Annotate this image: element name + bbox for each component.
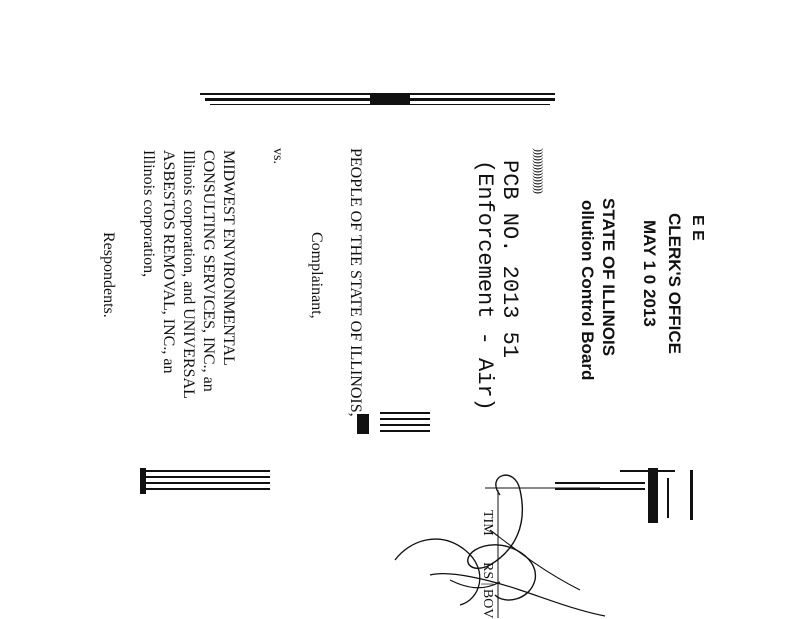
case-number: PCB NO. 2013 51 xyxy=(497,160,522,359)
respondent-line-3: Illinois corporation, and UNIVERSAL xyxy=(180,150,197,399)
stamp-date: MAY 1 0 2013 xyxy=(640,220,659,327)
signature-fragment-right: RS | BOV xyxy=(480,562,495,619)
stamp-state: STATE OF ILLINOIS xyxy=(599,198,618,357)
complainant-name: PEOPLE OF THE STATE OF ILLINOIS, xyxy=(347,148,364,417)
versus: vs. xyxy=(270,148,285,164)
case-type: (Enforcement - Air) xyxy=(472,160,497,411)
signature-scribble xyxy=(394,474,606,618)
respondent-line-1: MIDWEST ENVIRONMENTAL xyxy=(220,150,237,366)
respondent-line-5: Illinois corporation, xyxy=(140,150,157,278)
signature-fragment-left: TIM xyxy=(480,510,495,536)
stamp-clerks-office: CLERK'S OFFICE xyxy=(665,213,684,354)
respondent-line-2: CONSULTING SERVICES, INC., an xyxy=(200,150,217,392)
stamp-board: ollution Control Board xyxy=(578,200,597,381)
stamp-letters: E E xyxy=(689,215,706,241)
respondent-line-4: ASBESTOS REMOVAL, INC., an xyxy=(160,150,177,374)
complainant-role: Complainant, xyxy=(308,232,325,319)
respondent-role: Respondents. xyxy=(100,232,117,318)
caption-brackets: ))))))))))))))) xyxy=(532,148,546,193)
